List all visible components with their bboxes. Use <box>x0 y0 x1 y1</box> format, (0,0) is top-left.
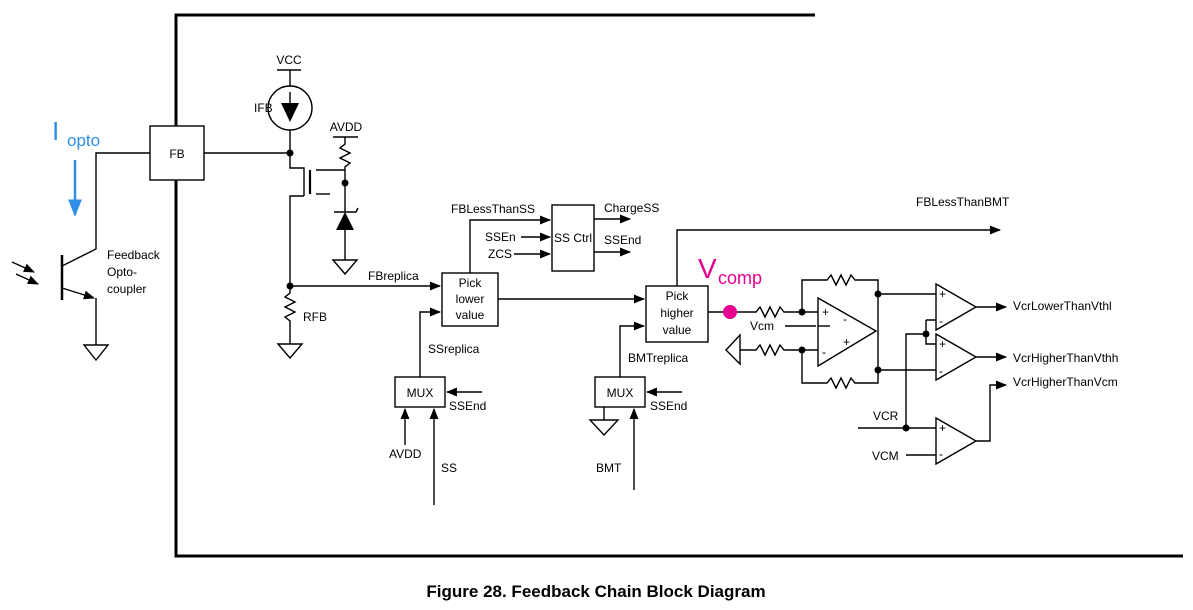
pick-higher-line-1: Pick <box>666 289 690 303</box>
pick-lower-line-1: Pick <box>459 276 483 290</box>
vcc-label: VCC <box>276 53 302 67</box>
vcr-label: VCR <box>873 409 899 423</box>
ssen-label: SSEn <box>485 230 516 244</box>
pick-lower-value-block <box>441 272 499 327</box>
clamp-mosfet: AVDD <box>289 120 363 286</box>
svg-text:+: + <box>939 287 946 301</box>
svg-text:-: - <box>939 314 943 328</box>
iopto-subscript: opto <box>67 131 100 150</box>
ifb-label: IFB <box>254 101 273 115</box>
ground-symbol <box>588 419 620 437</box>
vcr-lower-than-vthl-label: VcrLowerThanVthl <box>1013 299 1112 313</box>
fbreplica-label: FBreplica <box>368 269 419 283</box>
avdd-label-top: AVDD <box>330 120 363 134</box>
vcomp-node <box>723 305 737 319</box>
ic-boundary <box>174 13 1183 558</box>
svg-text:+: + <box>939 337 946 351</box>
fblessthanss-label: FBLessThanSS <box>451 202 535 216</box>
mux-ss-block <box>394 376 446 408</box>
svg-text:-: - <box>822 345 826 359</box>
zcs-label: ZCS <box>488 247 512 261</box>
ground-symbol <box>331 259 359 276</box>
ssreplica-label: SSreplica <box>428 342 480 356</box>
ss-ctrl-block <box>551 204 595 272</box>
avdd-mux-label: AVDD <box>389 447 422 461</box>
vcomp-subscript: comp <box>718 268 762 288</box>
bmt-label: BMT <box>596 461 622 475</box>
bmtreplica-label: BMTreplica <box>628 351 689 365</box>
vcm-in-label: VCM <box>872 449 899 463</box>
difference-amplifier: + - + - Vcm <box>725 273 882 390</box>
svg-text:-: - <box>939 447 943 461</box>
comparator-2 <box>935 332 978 382</box>
optocoupler-label-3: coupler <box>107 282 146 296</box>
ssend-mux1-label: SSEnd <box>449 399 486 413</box>
vcr-higher-than-vthh-label: VcrHigherThanVthh <box>1013 351 1118 365</box>
pick-higher-line-2: higher <box>660 306 693 320</box>
reference-symbol <box>725 333 741 366</box>
comparators: + - VcrLowerThanVthl + - VcrHigherThanVt… <box>858 282 1118 466</box>
ifb-current-source: VCC IFB <box>254 53 313 153</box>
fblessthanbmt-label: FBLessThanBMT <box>916 195 1010 209</box>
ss-label: SS <box>441 461 457 475</box>
svg-text:-: - <box>843 312 847 326</box>
ground-symbol <box>276 343 304 360</box>
mux-bmt-block <box>594 376 646 408</box>
pick-lower-line-3: value <box>456 308 485 322</box>
vcomp-label: V <box>698 253 717 284</box>
pick-higher-value-block <box>645 285 709 343</box>
figure-caption: Figure 28. Feedback Chain Block Diagram <box>426 582 765 601</box>
iopto-label: I <box>52 116 59 146</box>
ssend-mux2-label: SSEnd <box>650 399 687 413</box>
fb-pin-block <box>149 125 205 181</box>
rfb-label: RFB <box>303 310 327 324</box>
fb-pin-label: FB <box>169 147 184 161</box>
pick-higher-line-3: value <box>663 323 692 337</box>
ground-symbol <box>82 344 110 362</box>
optocoupler-label-2: Opto- <box>107 265 137 279</box>
pick-lower-line-2: lower <box>456 292 485 306</box>
chargess-label: ChargeSS <box>604 201 659 215</box>
vcm-amp-label: Vcm <box>750 319 774 333</box>
svg-text:-: - <box>939 364 943 378</box>
comparator-3 <box>935 416 978 466</box>
svg-text:+: + <box>939 421 946 435</box>
opamp <box>817 296 878 368</box>
ssend-ctrl-label: SSEnd <box>604 233 641 247</box>
light-arrow-1 <box>11 261 36 273</box>
mux-bmt-label: MUX <box>607 386 634 400</box>
optocoupler-label-1: Feedback <box>107 248 161 262</box>
optocoupler: Feedback Opto- coupler <box>11 152 161 362</box>
mux-ss-label: MUX <box>407 386 434 400</box>
ss-ctrl-label: SS Ctrl <box>554 231 592 245</box>
svg-text:+: + <box>843 335 850 349</box>
iopto-annotation: I opto <box>52 116 100 217</box>
svg-text:+: + <box>822 305 829 319</box>
vcr-higher-than-vcm-label: VcrHigherThanVcm <box>1013 375 1118 389</box>
comparator-1 <box>935 282 978 332</box>
light-arrow-2 <box>15 273 40 285</box>
